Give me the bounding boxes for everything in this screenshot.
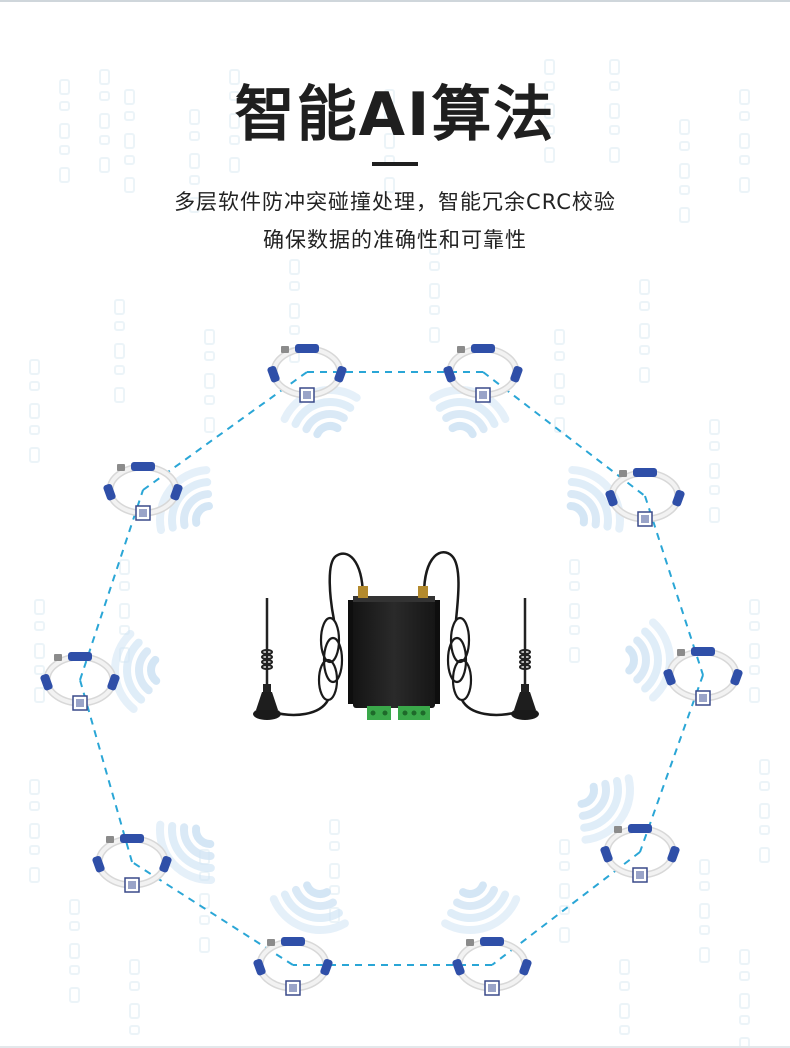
rogowski-coil-sensor-icon (452, 937, 532, 996)
wireless-signals (111, 386, 674, 934)
rogowski-coil-sensor-icon (443, 344, 523, 403)
background-glyph-column (204, 329, 215, 433)
wireless-wave-icon (577, 774, 634, 844)
background-glyph-column (639, 279, 650, 383)
background-glyph-column (619, 959, 630, 1048)
background-glyph-column (544, 59, 555, 163)
rogowski-coil-sensor-icon (267, 344, 347, 403)
subtitle-line-1: 多层软件防冲突碰撞处理，智能冗余CRC校验 (174, 190, 616, 214)
background-glyph-column (69, 899, 80, 1003)
rogowski-coil-sensor-icon (103, 462, 183, 521)
top-divider (0, 0, 790, 2)
background-glyph-column (429, 239, 440, 343)
background-glyph-column (554, 329, 565, 433)
wireless-wave-icon (625, 618, 674, 702)
rogowski-coil-sensor-icon (600, 824, 680, 883)
background-glyph-column (609, 59, 620, 163)
rogowski-coil-sensor-icon (40, 652, 120, 711)
gateway-device-icon (271, 551, 519, 720)
right-antenna-icon (511, 598, 539, 720)
background-glyph-column (34, 599, 45, 703)
sensor-ring (40, 344, 743, 996)
rogowski-coil-sensor-icon (92, 834, 172, 893)
rogowski-coil-sensor-icon (253, 937, 333, 996)
background-glyph-column (129, 959, 140, 1048)
background-glyph-column (739, 949, 750, 1048)
background-glyph-column (29, 779, 40, 883)
background-glyph-column (679, 119, 690, 223)
background-glyph-column (384, 89, 395, 193)
background-glyph-column (559, 839, 570, 943)
page-title: 智能AI算法 (234, 80, 556, 150)
wireless-wave-icon (156, 466, 213, 535)
wireless-wave-icon (156, 820, 216, 884)
background-glyph-column (759, 759, 770, 863)
background-glyph-column (189, 109, 200, 213)
rogowski-coil-sensor-icon (605, 468, 685, 527)
bottom-divider (0, 1046, 790, 1048)
mesh-link (482, 371, 646, 497)
background-glyph-column (114, 299, 125, 403)
mesh-link (79, 679, 133, 863)
rogowski-coil-sensor-icon (663, 647, 743, 706)
background-glyph-column (59, 79, 70, 183)
background-glyph-column (29, 359, 40, 463)
title-underline (372, 162, 418, 166)
background-digital-pattern (29, 59, 770, 1048)
background-glyph-column (569, 559, 580, 663)
background-glyph-column (99, 69, 110, 173)
mesh-link (644, 495, 704, 676)
wireless-wave-icon (566, 466, 624, 533)
background-glyph-column (229, 69, 240, 173)
background-glyph-column (699, 859, 710, 963)
subtitle-line-2: 确保数据的准确性和可靠性 (263, 228, 527, 252)
background-glyph-column (739, 89, 750, 193)
background-glyph-column (709, 419, 720, 523)
left-antenna-icon (253, 598, 281, 720)
wireless-wave-icon (269, 881, 349, 934)
wireless-wave-icon (441, 881, 521, 934)
background-glyph-column (749, 599, 760, 703)
background-glyph-column (124, 89, 135, 193)
mesh-link (639, 674, 704, 853)
wireless-wave-icon (111, 629, 161, 713)
